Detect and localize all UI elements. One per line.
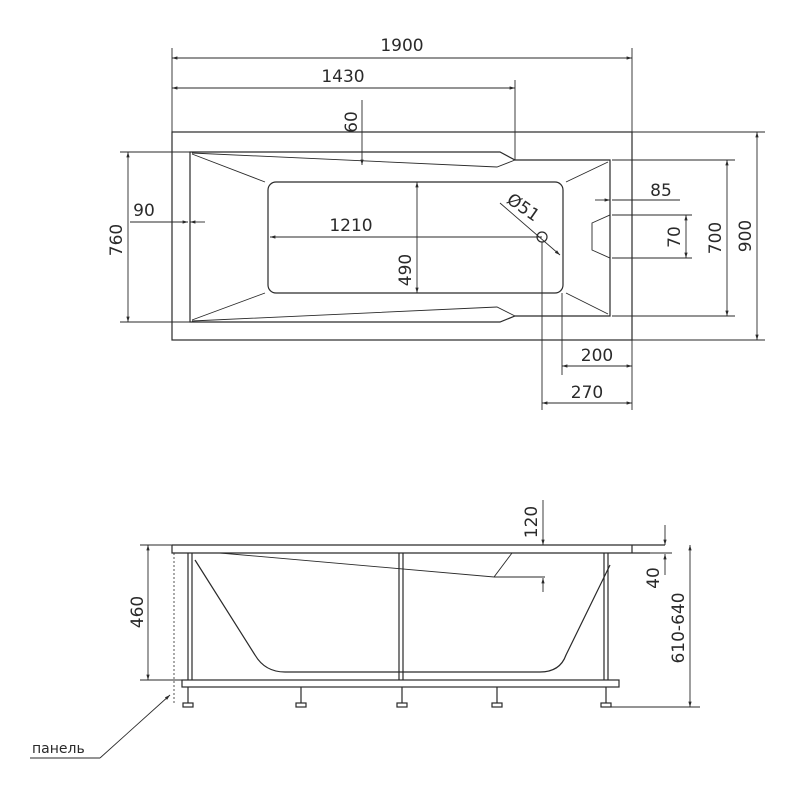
side-view: 460 120 40 610-640 панель	[30, 500, 700, 759]
tub-rim-side	[171, 544, 665, 554]
dim-total-height: 610-640	[669, 592, 689, 663]
dim-drain-end: 270	[571, 383, 603, 403]
corner-lines	[191, 153, 609, 321]
frame-posts	[187, 553, 609, 680]
dim-width-right: 700	[706, 222, 726, 254]
panel-leader	[99, 694, 171, 759]
dim-headrest-offset: 85	[650, 181, 672, 201]
dim-height-inner: 460	[128, 596, 148, 628]
dim-length: 1900	[380, 36, 423, 56]
dim-drain-inner: 200	[581, 346, 613, 366]
dim-drain-diameter: Ø51	[503, 190, 543, 226]
panel-label: панель	[32, 741, 85, 757]
dim-bottom-length: 1210	[329, 216, 372, 236]
dim-bottom-width: 490	[396, 254, 416, 286]
tub-rim	[189, 151, 611, 323]
dim-step-depth: 120	[522, 506, 542, 538]
frame-bar	[181, 679, 620, 688]
dim-width-left: 760	[107, 224, 127, 256]
headrest-icon	[591, 214, 611, 259]
top-view: 1900 1430 60 760 90 1210 490 Ø51 85 70 7…	[107, 36, 765, 410]
step-line	[219, 552, 545, 578]
tub-body	[194, 559, 611, 673]
legs	[182, 687, 612, 708]
dim-rim-left: 90	[133, 201, 155, 221]
dim-rim-offset: 60	[342, 111, 362, 133]
dim-headrest-width: 70	[665, 226, 685, 248]
rim-slope-bottom	[191, 306, 516, 322]
dim-total-width: 900	[736, 220, 756, 252]
dim-rim-height: 40	[644, 567, 664, 589]
outer-frame	[171, 131, 633, 341]
dim-length-to-step: 1430	[321, 67, 364, 87]
rim-slope-top	[191, 152, 516, 168]
